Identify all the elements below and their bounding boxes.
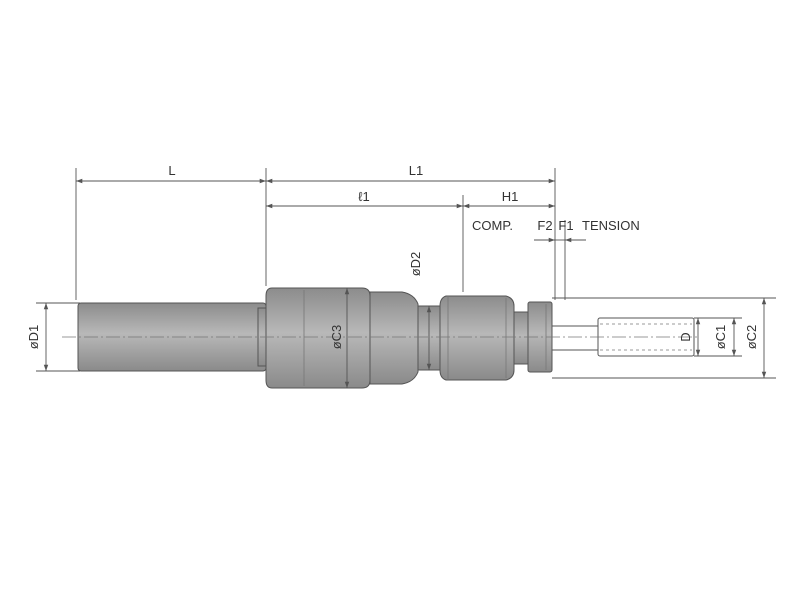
label-D2: øD2	[408, 252, 423, 277]
label-F1: F1	[558, 218, 573, 233]
label-tension: TENSION	[582, 218, 640, 233]
label-F2: F2	[537, 218, 552, 233]
label-D1: øD1	[26, 325, 41, 350]
label-H1: H1	[502, 189, 519, 204]
tool-body	[77, 287, 695, 389]
dimension-lines	[43, 178, 767, 388]
nose-step	[513, 311, 529, 365]
label-D: D	[678, 332, 693, 341]
sleeve	[439, 295, 515, 381]
label-comp: COMP.	[472, 218, 513, 233]
label-L1: L1	[409, 163, 423, 178]
main-body	[265, 287, 371, 389]
neck	[417, 305, 443, 371]
label-C1: øC1	[713, 325, 728, 350]
tap-pin	[551, 325, 599, 351]
label-C3: øC3	[329, 325, 344, 350]
label-l1: ℓ1	[358, 189, 369, 204]
dimension-labels: L L1 ℓ1 H1 COMP. F2 F1 TENSION øD1 øD2 ø…	[26, 163, 759, 349]
label-L: L	[168, 163, 175, 178]
label-C2: øC2	[744, 325, 759, 350]
taper-section	[369, 291, 419, 385]
